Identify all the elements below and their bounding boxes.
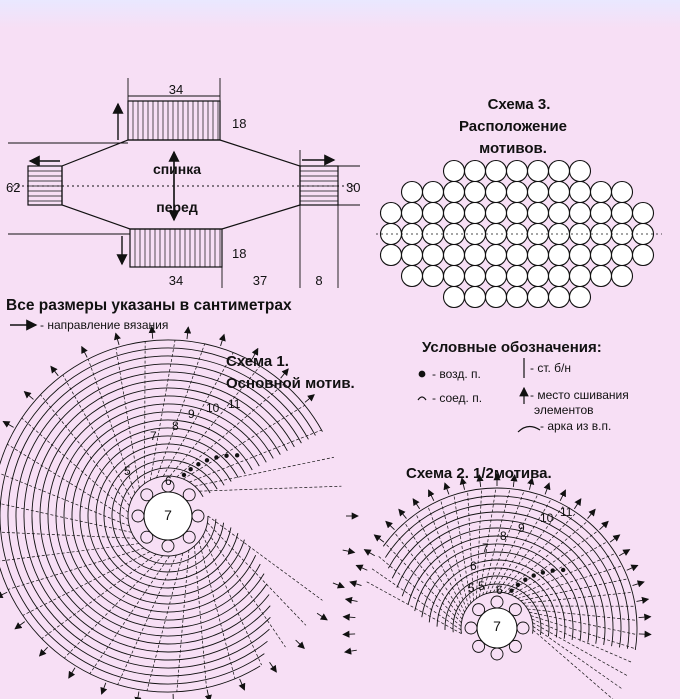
legend-seam-1: - место сшивания: [530, 388, 629, 402]
garment-schematic: [8, 78, 360, 331]
half-motif-chart: [342, 473, 652, 699]
scheme1-row-8: 8: [172, 419, 179, 433]
bottom-width-label: 34: [169, 273, 183, 288]
scheme2-low-row-6: 6: [496, 583, 503, 597]
main-motif-chart: [0, 325, 359, 699]
scheme1-row-11: 11: [228, 397, 241, 411]
top-width-label: 34: [169, 82, 183, 97]
chain-stitch-icon: [418, 370, 426, 378]
scheme1-row-10: 10: [206, 401, 220, 415]
scheme1-row-5: 5: [124, 464, 131, 478]
arch-icon: [517, 425, 541, 433]
scheme2-low-row-5: 5: [468, 581, 475, 595]
span-width-label: 37: [253, 273, 267, 288]
scheme2-row-5: 5: [478, 579, 485, 593]
scheme2-row-11: 11: [560, 505, 573, 519]
slip-stitch-icon: [417, 396, 427, 401]
bottom-height-label: 18: [232, 246, 246, 261]
scheme2-row-9: 9: [518, 521, 525, 535]
front-label: перед: [156, 199, 198, 215]
left-cuff: [27, 165, 63, 206]
scheme2-row-8: 8: [500, 529, 507, 543]
scheme1-row-7: 7: [150, 429, 157, 443]
body-outline: [61, 139, 301, 230]
motif-layout: [376, 159, 662, 309]
legend-title: Условные обозначения:: [422, 339, 602, 356]
back-label: спинка: [153, 161, 201, 177]
direction-note: - направление вязания: [40, 318, 168, 332]
top-height-label: 18: [232, 116, 246, 131]
scheme3-title-3: мотивов.: [479, 140, 547, 157]
cuff-width-label: 8: [315, 273, 322, 288]
scheme3-title-1: Схема 3.: [488, 96, 551, 113]
scheme2-title: Схема 2. 1/2мотива.: [406, 465, 552, 482]
legend-dc: - ст. б/н: [530, 361, 571, 375]
bottom-sleeve-block: [129, 228, 223, 268]
scheme1-row-6: 6: [165, 474, 172, 488]
legend-seam-2: элементов: [534, 403, 594, 417]
right-height-label: 30: [346, 180, 360, 195]
legend-chain: - возд. п.: [432, 367, 481, 381]
right-cuff: [299, 165, 339, 206]
scheme1-title-1: Схема 1.: [226, 353, 289, 370]
scheme2-row-10: 10: [540, 511, 554, 525]
top-band: [0, 0, 680, 28]
left-height-label: 62: [6, 180, 20, 195]
legend-arch: - арка из в.п.: [540, 419, 611, 433]
scheme1-row-9: 9: [188, 407, 195, 421]
top-sleeve-stripes: [132, 101, 219, 140]
scheme1-center: 7: [164, 507, 172, 523]
scheme1-title-2: Основной мотив.: [226, 375, 355, 392]
top-sleeve-block: [127, 100, 221, 141]
legend-slip: - соед. п.: [432, 391, 482, 405]
scheme2-row-6: 6: [470, 559, 477, 573]
scheme3-title-2: Расположение: [459, 118, 567, 135]
scheme2-center: 7: [493, 618, 501, 634]
scheme2-row-7: 7: [482, 541, 489, 555]
bottom-sleeve-stripes: [134, 229, 221, 267]
sizes-note: Все размеры указаны в сантиметрах: [6, 297, 292, 314]
